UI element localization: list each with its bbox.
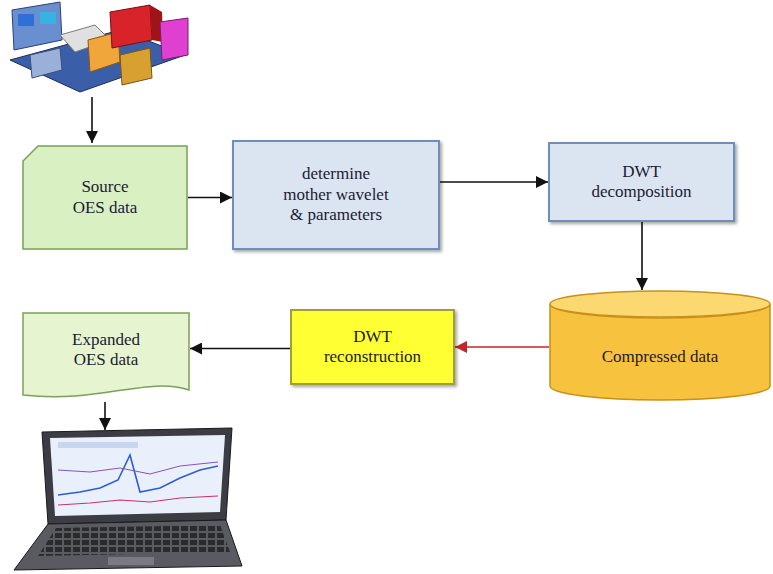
screen-display (50, 435, 225, 516)
flow-arrow (641, 222, 643, 290)
document-shape: Expanded OES data (22, 312, 190, 400)
process-box: DWT decomposition (548, 142, 735, 222)
machine-block (120, 48, 152, 85)
machine-block (110, 5, 152, 48)
cylinder-body (550, 304, 770, 400)
node-label: DWT reconstruction (308, 327, 438, 368)
flow-arrow (91, 97, 93, 143)
laptop-keyboard (38, 525, 230, 556)
machine-window (18, 14, 34, 26)
process-box: DWT reconstruction (290, 309, 455, 385)
flow-arrow (440, 181, 548, 183)
laptop-illustration (14, 402, 242, 570)
machine-illustration (10, 2, 188, 143)
machine-panel (12, 2, 62, 50)
flow-arrow (190, 348, 290, 350)
spectrum-curve (58, 462, 218, 474)
flow-arrow (455, 346, 549, 348)
spectrum-curve (58, 455, 218, 495)
storage-cylinder-outline (549, 290, 771, 400)
process-box: determine mother wavelet & parameters (232, 140, 440, 250)
machine-block (160, 18, 188, 60)
flow-arrow (188, 197, 232, 199)
spectrum-curve (58, 496, 218, 505)
cylinder-top (550, 291, 770, 317)
card-outline (23, 146, 187, 249)
laptop-touchpad (108, 557, 154, 565)
node-label: Expanded OES data (60, 330, 152, 371)
flow-arrow (104, 402, 106, 430)
node-label: DWT decomposition (581, 162, 703, 203)
node-label: Source OES data (65, 177, 145, 218)
laptop-base (14, 520, 242, 570)
node-label: Compressed data (602, 347, 719, 367)
node-label: determine mother wavelet & parameters (277, 164, 395, 225)
data-card: Source OES data (22, 145, 188, 250)
storage-cylinder: Compressed data (549, 290, 771, 400)
machine-block (30, 48, 62, 78)
laptop-screen (42, 428, 232, 524)
screen-toolbar (58, 442, 138, 448)
document-outline (23, 313, 189, 397)
machine-window (40, 12, 56, 24)
